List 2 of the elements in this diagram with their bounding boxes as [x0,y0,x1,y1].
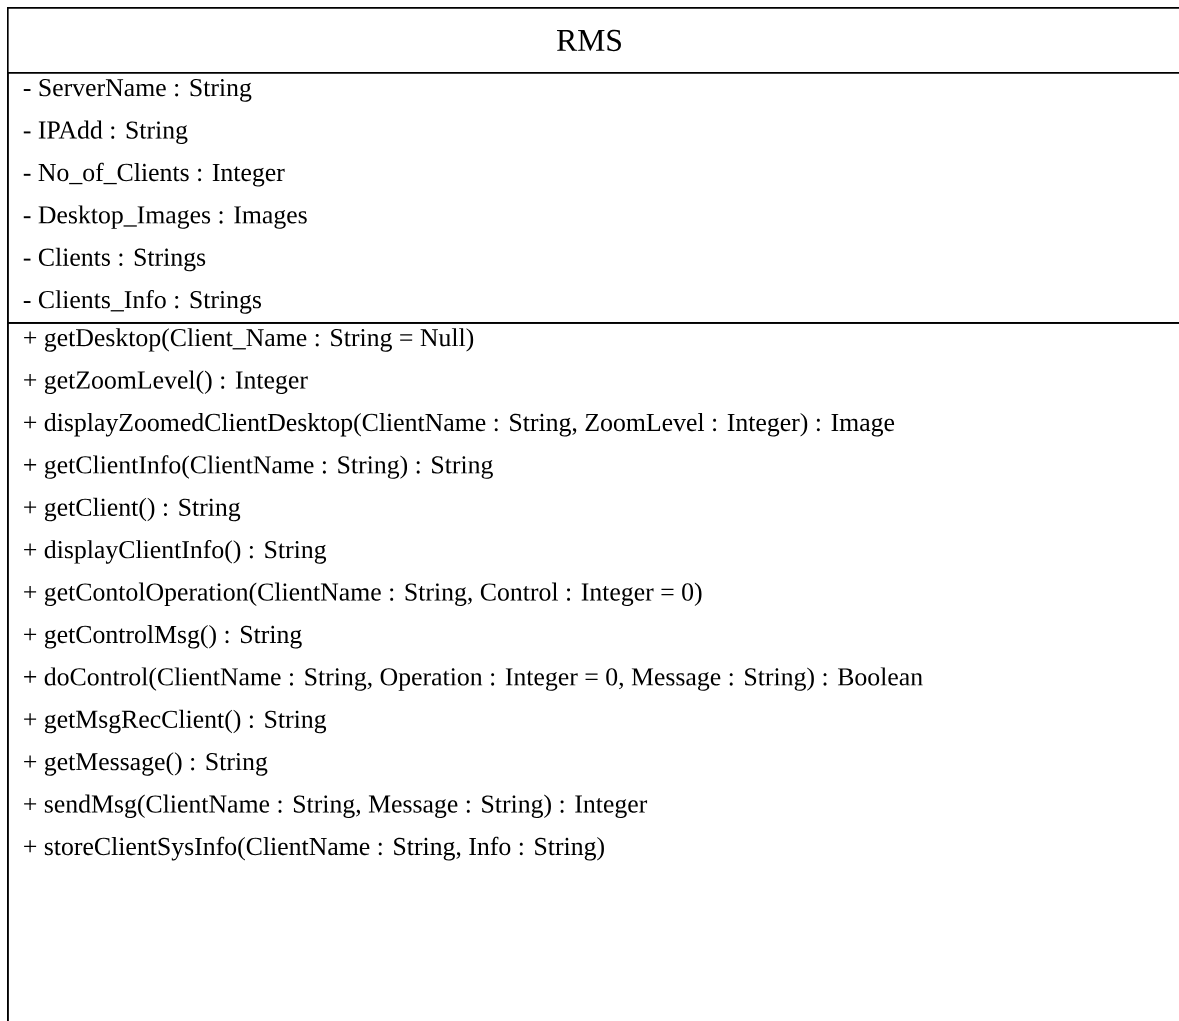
attributes-compartment: - ServerName : String - IPAdd : String - No_of_Clients : Integer - Desktop_Images : Images - Clients : Strings - Clients_Info : Strings [7,72,1179,324]
operations-compartment: + getDesktop(Client_Name : String = Null) + getZoomLevel() : Integer + displayZoomedClientDesktop(ClientName : String, ZoomLevel : Integer) : Image + getClientInfo(ClientName : String) : String + getClient() : String + displayClientInfo() : String + getContolOperation(ClientName : String, Control : Integer = 0) + getControlMsg() : String + doControl(ClientName : String, Operation : Integer = 0, Message : String) : Boolean + getMsgRecClient() : String + getMessage() : String + sendMsg(ClientName : String, Message : String) : Integer + storeClientSysInfo(ClientName : String, Info : String) [7,322,1179,1021]
